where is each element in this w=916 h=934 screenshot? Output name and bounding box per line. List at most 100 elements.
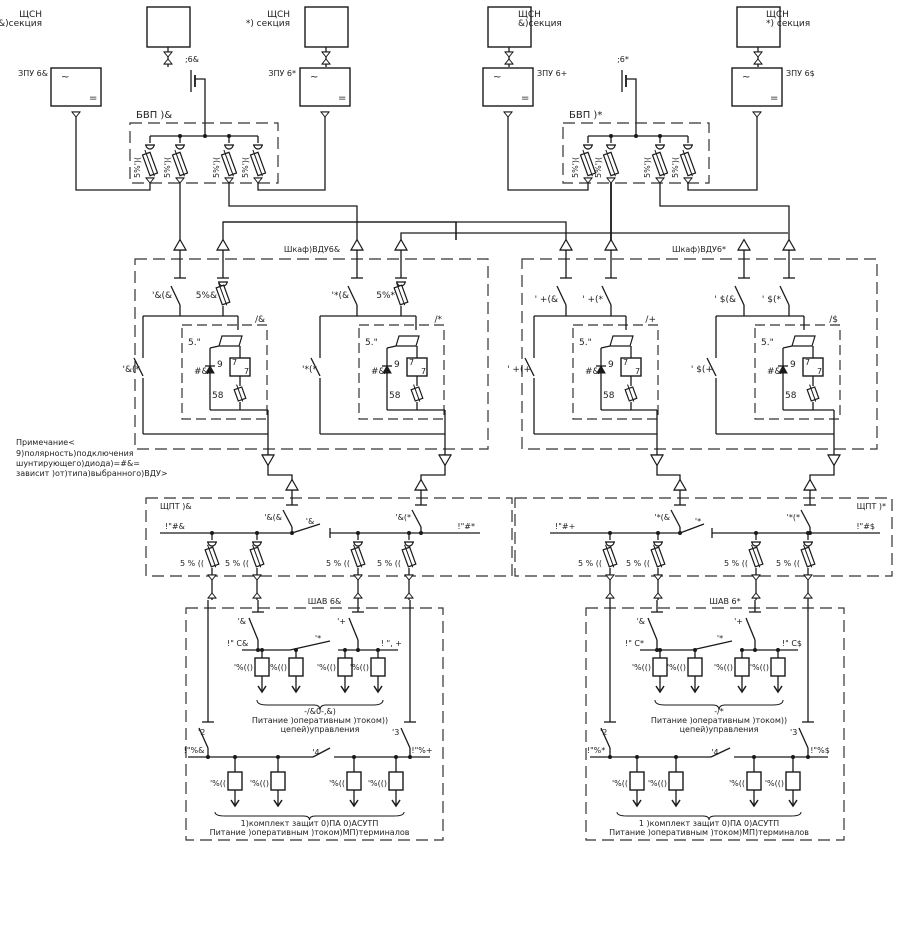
breaker-label: '%(()	[632, 663, 651, 672]
bvp-label: БВП )*	[569, 110, 602, 121]
arrow-icon	[773, 685, 783, 694]
junction-dot	[791, 755, 795, 759]
switch-icon	[524, 357, 535, 377]
tie-switch-icon	[291, 523, 321, 534]
cross-feed-wire	[222, 221, 457, 240]
vdu-submodule-label: 5."	[579, 338, 592, 348]
connector-icon	[174, 177, 186, 184]
fuse-label: 5%')(	[163, 157, 172, 178]
junction-dot	[674, 755, 678, 759]
fuse-label: 5%')(	[643, 157, 652, 178]
disconnector-icon	[224, 144, 234, 150]
breaker-icon	[337, 657, 353, 677]
connector-icon	[162, 51, 174, 58]
bus-label: !" C$	[782, 639, 802, 648]
breaker-label: '%((	[612, 779, 628, 788]
fuse-icon	[401, 544, 417, 568]
breaker-icon	[746, 771, 762, 791]
junction-dot	[227, 134, 231, 138]
diode-icon	[596, 364, 606, 374]
diode-label: #&	[585, 367, 600, 377]
fuse-icon	[602, 149, 620, 177]
bus-label: !"#*	[457, 522, 475, 531]
group-description: Питание )оперативным )током)МП)терминало…	[609, 828, 809, 837]
connector-icon	[352, 592, 364, 599]
junction-dot	[178, 134, 182, 138]
arrow-icon	[671, 799, 681, 808]
contactor-icon	[791, 335, 816, 347]
connector-icon	[682, 177, 694, 184]
switch-label: '&(*	[395, 513, 411, 522]
fuse-icon	[204, 544, 220, 568]
junction-dot	[806, 755, 810, 759]
charger-output-wire	[507, 112, 589, 191]
battery-label: ;6*	[617, 55, 629, 64]
contactor-icon	[395, 335, 420, 347]
switch-label: '+	[734, 617, 743, 626]
breaker-icon	[254, 657, 270, 677]
breaker-label: '%(()	[234, 663, 253, 672]
junction-dot	[256, 648, 260, 652]
shpt-label: ЩПТ )&	[160, 502, 192, 511]
switch-icon	[310, 357, 321, 377]
junction-dot	[356, 648, 360, 652]
switch-icon	[745, 617, 756, 641]
junction-dot	[233, 755, 237, 759]
breaker-label: '%(()	[368, 779, 387, 788]
breaker-icon	[388, 771, 404, 791]
converter-label: 7	[805, 358, 810, 367]
connector-icon	[652, 574, 664, 581]
fuse-label: 5%')(	[594, 157, 603, 178]
connector-icon	[284, 478, 300, 491]
connector-icon	[206, 574, 218, 581]
switch-icon	[282, 509, 293, 528]
diode-number: 9	[608, 360, 614, 370]
connector-icon	[144, 177, 156, 184]
charger-label: ЗПУ 6*	[268, 69, 296, 78]
junction-dot	[260, 648, 264, 652]
switch-icon	[400, 727, 411, 749]
breaker-label: '%((	[329, 779, 345, 788]
charger-output-wire	[687, 112, 758, 191]
switch-icon	[556, 285, 567, 306]
junction-dot	[754, 531, 758, 535]
breaker-label: '%(()	[350, 663, 369, 672]
inductor-icon	[806, 384, 820, 402]
fuse-label: 5%')(	[571, 157, 580, 178]
bus-label: !"%&	[184, 746, 205, 755]
switch-icon	[706, 357, 717, 377]
switch-label: '&	[637, 617, 645, 626]
tie-switch-icon	[691, 640, 733, 651]
junction-dot	[655, 648, 659, 652]
charger-output-wire	[75, 112, 151, 191]
breaker-label: '%(()	[667, 663, 686, 672]
charger-unit	[482, 67, 534, 107]
battery-lead	[195, 78, 206, 137]
vdu-cabinet-enclosure	[134, 258, 489, 450]
switch-label: '&(&	[152, 291, 172, 301]
converter-label: 7	[409, 358, 414, 367]
connector-icon	[252, 177, 264, 184]
fuse-label: 5%')(	[133, 157, 142, 178]
diode-number: 9	[790, 360, 796, 370]
feeder-wire	[228, 180, 358, 240]
junction-dot	[752, 755, 756, 759]
arrow-icon	[230, 799, 240, 808]
connector-icon	[172, 238, 188, 251]
tie-switch-label: '*	[315, 634, 321, 643]
breaker-icon	[668, 771, 684, 791]
breaker-icon	[734, 657, 750, 677]
breaker-label: '%(()	[250, 779, 269, 788]
switch-icon	[800, 509, 811, 528]
fuse-label: 5%&	[196, 291, 217, 301]
charger-unit	[299, 67, 351, 107]
shpt-label: ЩПТ )*	[857, 502, 886, 511]
vdu-module-label: /&	[255, 315, 265, 325]
connector-icon	[403, 592, 415, 599]
junction-dot	[776, 648, 780, 652]
disconnector-icon	[404, 541, 414, 547]
connector-icon	[752, 51, 764, 58]
breaker-icon	[652, 657, 668, 677]
